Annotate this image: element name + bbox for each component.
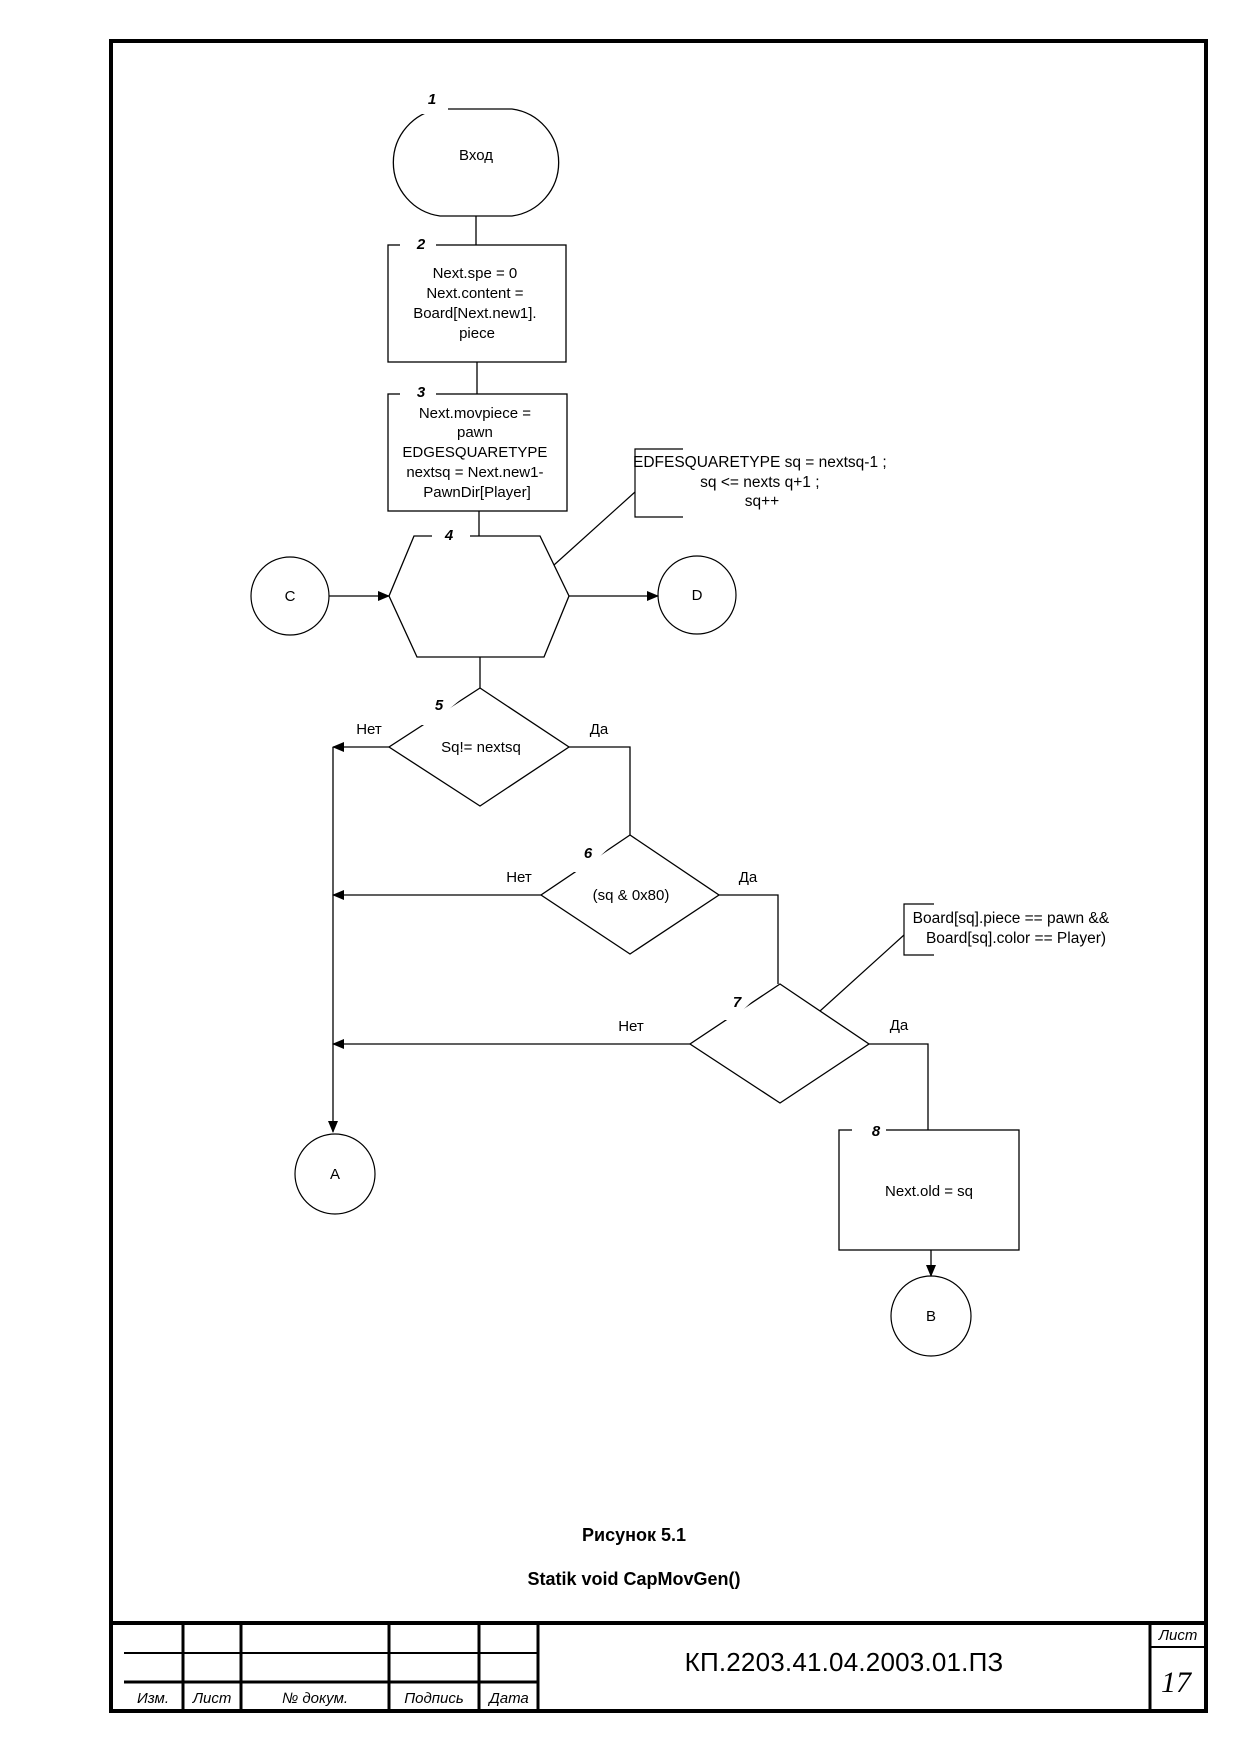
connector-c: C (250, 556, 330, 636)
col-signature: Подпись (404, 1690, 464, 1707)
yes-label: Да (739, 869, 758, 886)
block-text: Next.old = sq (885, 1183, 973, 1200)
block-text: Next.spe = 0 Next.content = Board[Next.n… (413, 265, 541, 342)
no-label: Нет (506, 869, 532, 886)
sheet-label: Лист (1158, 1627, 1198, 1644)
svg-text:A: A (330, 1166, 340, 1183)
block-8-process: 8 Next.old = sq (838, 1121, 1020, 1251)
col-izm: Изм. (137, 1690, 169, 1707)
document-code: КП.2203.41.04.2003.01.ПЗ (685, 1647, 1004, 1677)
no-label: Нет (356, 721, 382, 738)
sheet-number: 17 (1161, 1666, 1193, 1699)
block-4-loop: 4 (388, 527, 570, 658)
comment-loop-4: EDFESQUARETYPE sq = nextsq-1 ; sq <= nex… (553, 448, 891, 566)
block-7-decision: 7 Нет Да (618, 983, 909, 1104)
svg-text:B: B (926, 1308, 936, 1325)
connector-d: D (657, 555, 737, 635)
comment-text: EDFESQUARETYPE sq = nextsq-1 ; sq <= nex… (633, 454, 891, 510)
block-3-process: 3 Next.movpiece = pawn EDGESQUARETYPE ne… (387, 384, 568, 512)
title-block: Изм. Лист № докум. Подпись Дата КП.2203.… (111, 1621, 1206, 1713)
block-number: 4 (444, 527, 454, 544)
decision-text: (sq & 0x80) (593, 887, 670, 904)
block-6-decision: 6 (sq & 0x80) Нет Да (506, 834, 758, 955)
connector-a: A (294, 1133, 376, 1215)
col-date: Дата (487, 1690, 529, 1707)
figure-subtitle: Statik void CapMovGen() (527, 1569, 740, 1589)
block-5-decision: 5 Sq!= nextsq Нет Да (356, 687, 609, 807)
decision-text: Sq!= nextsq (441, 739, 521, 756)
block-2-process: 2 Next.spe = 0 Next.content = Board[Next… (387, 236, 567, 363)
col-doc-number: № докум. (282, 1690, 348, 1707)
block-number: 2 (416, 236, 426, 253)
page-frame (109, 39, 1208, 1713)
block-number: 3 (417, 384, 426, 401)
process-shape (387, 393, 568, 512)
svg-text:8: 8 (872, 1123, 881, 1140)
process-shape (387, 244, 567, 363)
svg-text:6: 6 (584, 845, 593, 862)
svg-text:7: 7 (733, 994, 742, 1011)
block-text: Next.movpiece = pawn EDGESQUARETYPE next… (402, 405, 551, 501)
svg-text:C: C (285, 588, 296, 605)
yes-label: Да (890, 1017, 909, 1034)
comment-decision-7: Board[sq].piece == pawn && Board[sq].col… (819, 903, 1114, 1012)
comment-text: Board[sq].piece == pawn && Board[sq].col… (913, 910, 1114, 947)
connector-b: B (890, 1275, 972, 1357)
no-label: Нет (618, 1018, 644, 1035)
block-number: 1 (428, 91, 436, 108)
svg-text:D: D (692, 587, 703, 604)
block-text: Вход (459, 147, 493, 164)
col-list: Лист (192, 1690, 232, 1707)
figure-caption: Рисунок 5.1 (582, 1525, 686, 1545)
terminator-shape (392, 108, 560, 217)
loop-shape (388, 535, 570, 658)
block-1-terminator: 1 Вход (392, 91, 560, 217)
yes-label: Да (590, 721, 609, 738)
svg-text:5: 5 (435, 697, 444, 714)
